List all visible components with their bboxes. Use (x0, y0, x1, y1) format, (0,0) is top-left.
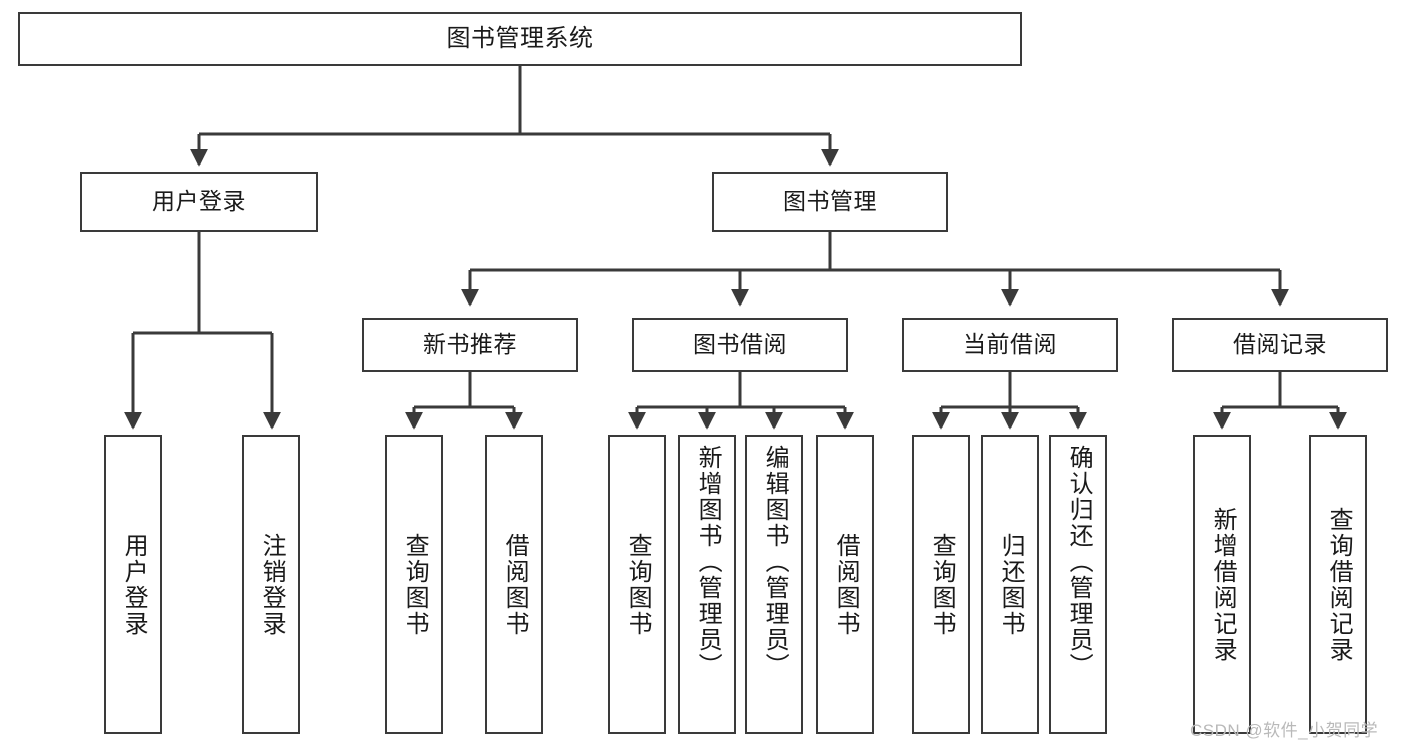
node-leaf-add-book-label: 新增图书（管理员） (694, 445, 722, 679)
node-leaf-query-record[interactable]: 查询借阅记录 (1309, 435, 1367, 734)
node-root-label: 图书管理系统 (446, 24, 594, 52)
node-new-book-rec[interactable]: 新书推荐 (362, 318, 578, 372)
node-leaf-return-book[interactable]: 归还图书 (981, 435, 1039, 734)
node-leaf-query-book-2-label: 查询图书 (624, 532, 652, 637)
node-book-borrow[interactable]: 图书借阅 (632, 318, 848, 372)
node-leaf-confirm-return[interactable]: 确认归还（管理员） (1049, 435, 1107, 734)
node-user-login-label: 用户登录 (152, 188, 246, 215)
node-borrow-record[interactable]: 借阅记录 (1172, 318, 1388, 372)
node-leaf-borrow-book-1-label: 借阅图书 (501, 532, 529, 637)
node-leaf-edit-book-label: 编辑图书（管理员） (761, 445, 789, 679)
node-new-book-rec-label: 新书推荐 (423, 331, 517, 358)
node-book-borrow-label: 图书借阅 (693, 331, 787, 358)
node-leaf-query-book-1[interactable]: 查询图书 (385, 435, 443, 734)
node-leaf-user-login[interactable]: 用户登录 (104, 435, 162, 734)
csdn-watermark: CSDN @软件_小贺同学 (1190, 721, 1379, 740)
node-leaf-add-book[interactable]: 新增图书（管理员） (678, 435, 736, 734)
node-book-manage-label: 图书管理 (783, 188, 877, 215)
node-leaf-query-book-3[interactable]: 查询图书 (912, 435, 970, 734)
node-leaf-query-book-3-label: 查询图书 (928, 532, 956, 637)
node-leaf-query-record-label: 查询借阅记录 (1325, 506, 1353, 663)
node-leaf-borrow-book-2[interactable]: 借阅图书 (816, 435, 874, 734)
node-root[interactable]: 图书管理系统 (18, 12, 1022, 66)
node-user-login[interactable]: 用户登录 (80, 172, 318, 232)
node-leaf-add-record-label: 新增借阅记录 (1209, 506, 1237, 663)
node-leaf-logout[interactable]: 注销登录 (242, 435, 300, 734)
node-leaf-query-book-2[interactable]: 查询图书 (608, 435, 666, 734)
node-current-borrow[interactable]: 当前借阅 (902, 318, 1118, 372)
node-borrow-record-label: 借阅记录 (1233, 331, 1327, 358)
node-leaf-confirm-return-label: 确认归还（管理员） (1065, 445, 1093, 679)
node-leaf-return-book-label: 归还图书 (997, 532, 1025, 637)
node-book-manage[interactable]: 图书管理 (712, 172, 948, 232)
node-current-borrow-label: 当前借阅 (963, 331, 1057, 358)
node-leaf-edit-book[interactable]: 编辑图书（管理员） (745, 435, 803, 734)
node-leaf-logout-label: 注销登录 (258, 532, 286, 637)
node-leaf-borrow-book-1[interactable]: 借阅图书 (485, 435, 543, 734)
node-leaf-add-record[interactable]: 新增借阅记录 (1193, 435, 1251, 734)
node-leaf-query-book-1-label: 查询图书 (401, 532, 429, 637)
node-leaf-borrow-book-2-label: 借阅图书 (832, 532, 860, 637)
node-leaf-user-login-label: 用户登录 (120, 532, 148, 637)
